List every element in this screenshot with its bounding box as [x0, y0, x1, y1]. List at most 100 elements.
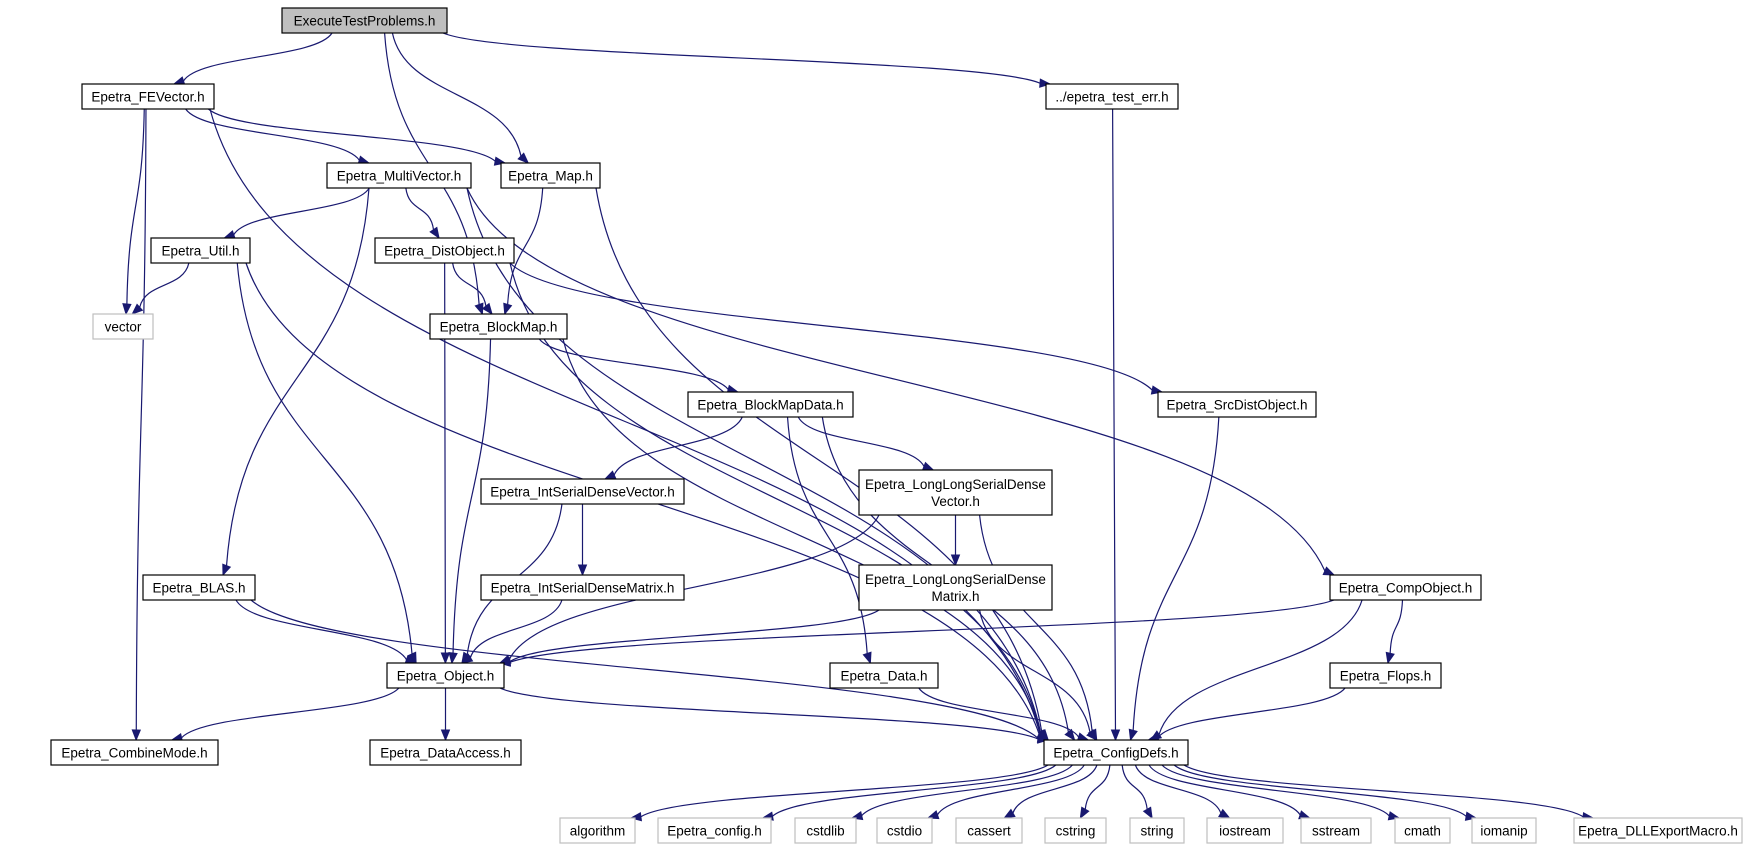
node-label: Epetra_DLLExportMacro.h [1578, 824, 1738, 839]
node-map[interactable]: Epetra_Map.h [500, 162, 601, 189]
node-sstream[interactable]: sstream [1300, 817, 1372, 844]
node-label: Epetra_Flops.h [1340, 669, 1432, 684]
node-multivector[interactable]: Epetra_MultiVector.h [326, 162, 472, 189]
node-execute[interactable]: ExecuteTestProblems.h [281, 7, 448, 34]
arrowhead-configdefs-to-iostream [1218, 808, 1231, 819]
node-testerr[interactable]: ../epetra_test_err.h [1045, 83, 1179, 110]
edge-fevector-to-combinemode [135, 108, 147, 731]
node-layer: ExecuteTestProblems.hEpetra_FEVector.h..… [50, 7, 1743, 844]
node-util[interactable]: Epetra_Util.h [150, 237, 251, 264]
node-blockmapdata[interactable]: Epetra_BlockMapData.h [687, 391, 854, 418]
node-label: sstream [1312, 824, 1360, 839]
arrowhead-execute-to-map [517, 152, 530, 164]
node-label: Epetra_Map.h [508, 169, 593, 184]
node-label: Epetra_ConfigDefs.h [1053, 746, 1178, 761]
edge-blockmap-to-blockmapdata [538, 338, 729, 390]
node-cassert[interactable]: cassert [955, 817, 1023, 844]
node-label: Epetra_MultiVector.h [337, 169, 462, 184]
arrowhead-intsdvector-to-intsdmatrix [577, 564, 588, 577]
node-srcdistobject[interactable]: Epetra_SrcDistObject.h [1157, 391, 1317, 418]
node-label: Epetra_Data.h [840, 669, 927, 684]
node-epconfig[interactable]: Epetra_config.h [657, 817, 772, 844]
edge-blockmapdata-to-llsdvector [797, 416, 925, 467]
node-label: Epetra_CompObject.h [1339, 581, 1473, 596]
arrowhead-compobject-to-object [498, 657, 511, 667]
node-vector[interactable]: vector [92, 313, 154, 340]
node-iostream[interactable]: iostream [1206, 817, 1284, 844]
arrowhead-distobject-to-blockmap [481, 302, 493, 316]
node-label: Epetra_CombineMode.h [61, 746, 207, 761]
node-label: iostream [1219, 824, 1271, 839]
edge-data-to-configdefs [918, 687, 1080, 738]
node-box [1329, 574, 1482, 601]
node-blas[interactable]: Epetra_BLAS.h [142, 574, 256, 601]
arrowhead-multivector-to-blas [222, 563, 232, 577]
edge-blockmapdata-to-data [786, 416, 868, 654]
edge-configdefs-to-cstring [1084, 764, 1111, 810]
edge-configdefs-to-cstdlib [861, 764, 1073, 817]
node-cstdlib[interactable]: cstdlib [794, 817, 857, 844]
edge-compobject-to-flops [1389, 599, 1404, 654]
node-label: Epetra_SrcDistObject.h [1166, 398, 1307, 413]
node-algorithm[interactable]: algorithm [559, 817, 636, 844]
edge-multivector-to-distobject [405, 187, 435, 230]
node-combinemode[interactable]: Epetra_CombineMode.h [50, 739, 219, 766]
node-blockmap[interactable]: Epetra_BlockMap.h [429, 313, 568, 340]
edge-object-to-combinemode [181, 687, 400, 739]
node-label: cmath [1404, 824, 1441, 839]
node-box [876, 817, 933, 844]
node-data[interactable]: Epetra_Data.h [829, 662, 939, 689]
node-fevector[interactable]: Epetra_FEVector.h [81, 83, 215, 110]
arrowhead-testerr-to-configdefs [1110, 729, 1121, 742]
node-label: Epetra_config.h [667, 824, 762, 839]
node-box [150, 237, 251, 264]
node-box [429, 313, 568, 340]
edge-configdefs-to-cassert [1012, 764, 1098, 814]
arrowhead-llsdmatrix-to-configdefs [1086, 729, 1098, 742]
node-flops[interactable]: Epetra_Flops.h [1329, 662, 1442, 689]
node-box [1045, 83, 1179, 110]
node-dllexport[interactable]: Epetra_DLLExportMacro.h [1573, 817, 1743, 844]
edge-layer [122, 32, 1595, 822]
node-string[interactable]: string [1129, 817, 1185, 844]
node-object[interactable]: Epetra_Object.h [386, 662, 505, 689]
edge-configdefs-to-cmath [1161, 764, 1390, 817]
node-cmath[interactable]: cmath [1394, 817, 1451, 844]
edge-distobject-to-srcdistobject [509, 262, 1153, 391]
node-label: cstdio [887, 824, 922, 839]
node-cstring[interactable]: cstring [1044, 817, 1107, 844]
node-label: cstdlib [806, 824, 844, 839]
node-intsdvector[interactable]: Epetra_IntSerialDenseVector.h [480, 478, 685, 505]
arrowhead-multivector-to-util [223, 230, 236, 240]
node-box [326, 162, 472, 189]
node-label: Matrix.h [931, 589, 979, 604]
arrowhead-blockmapdata-to-data [862, 651, 872, 665]
arrowhead-blockmapdata-to-intsdvector [603, 470, 617, 480]
arrowhead-blockmapdata-to-configdefs [1064, 728, 1076, 742]
node-compobject[interactable]: Epetra_CompObject.h [1329, 574, 1482, 601]
node-distobject[interactable]: Epetra_DistObject.h [374, 237, 515, 264]
edge-testerr-to-configdefs [1112, 108, 1117, 731]
node-box [1329, 662, 1442, 689]
node-box [829, 662, 939, 689]
edge-map-to-blockmap [507, 187, 544, 305]
arrowhead-multivector-to-distobject [429, 226, 440, 240]
node-box [1044, 817, 1107, 844]
node-configdefs[interactable]: Epetra_ConfigDefs.h [1043, 739, 1189, 766]
edge-intsdmatrix-to-object [469, 599, 563, 658]
node-iomanip[interactable]: iomanip [1471, 817, 1537, 844]
arrowhead-configdefs-to-cassert [1003, 808, 1016, 819]
edge-configdefs-to-iomanip [1173, 764, 1467, 817]
edge-compobject-to-object [509, 599, 1335, 663]
node-cstdio[interactable]: cstdio [876, 817, 933, 844]
arrowhead-configdefs-to-string [1142, 806, 1153, 820]
node-box [500, 162, 601, 189]
node-box [657, 817, 772, 844]
node-dataaccess[interactable]: Epetra_DataAccess.h [369, 739, 522, 766]
node-box [92, 313, 154, 340]
arrowhead-execute-to-blockmap [474, 302, 484, 316]
node-intsdmatrix[interactable]: Epetra_IntSerialDenseMatrix.h [480, 574, 685, 601]
node-label: Epetra_BLAS.h [152, 581, 245, 596]
